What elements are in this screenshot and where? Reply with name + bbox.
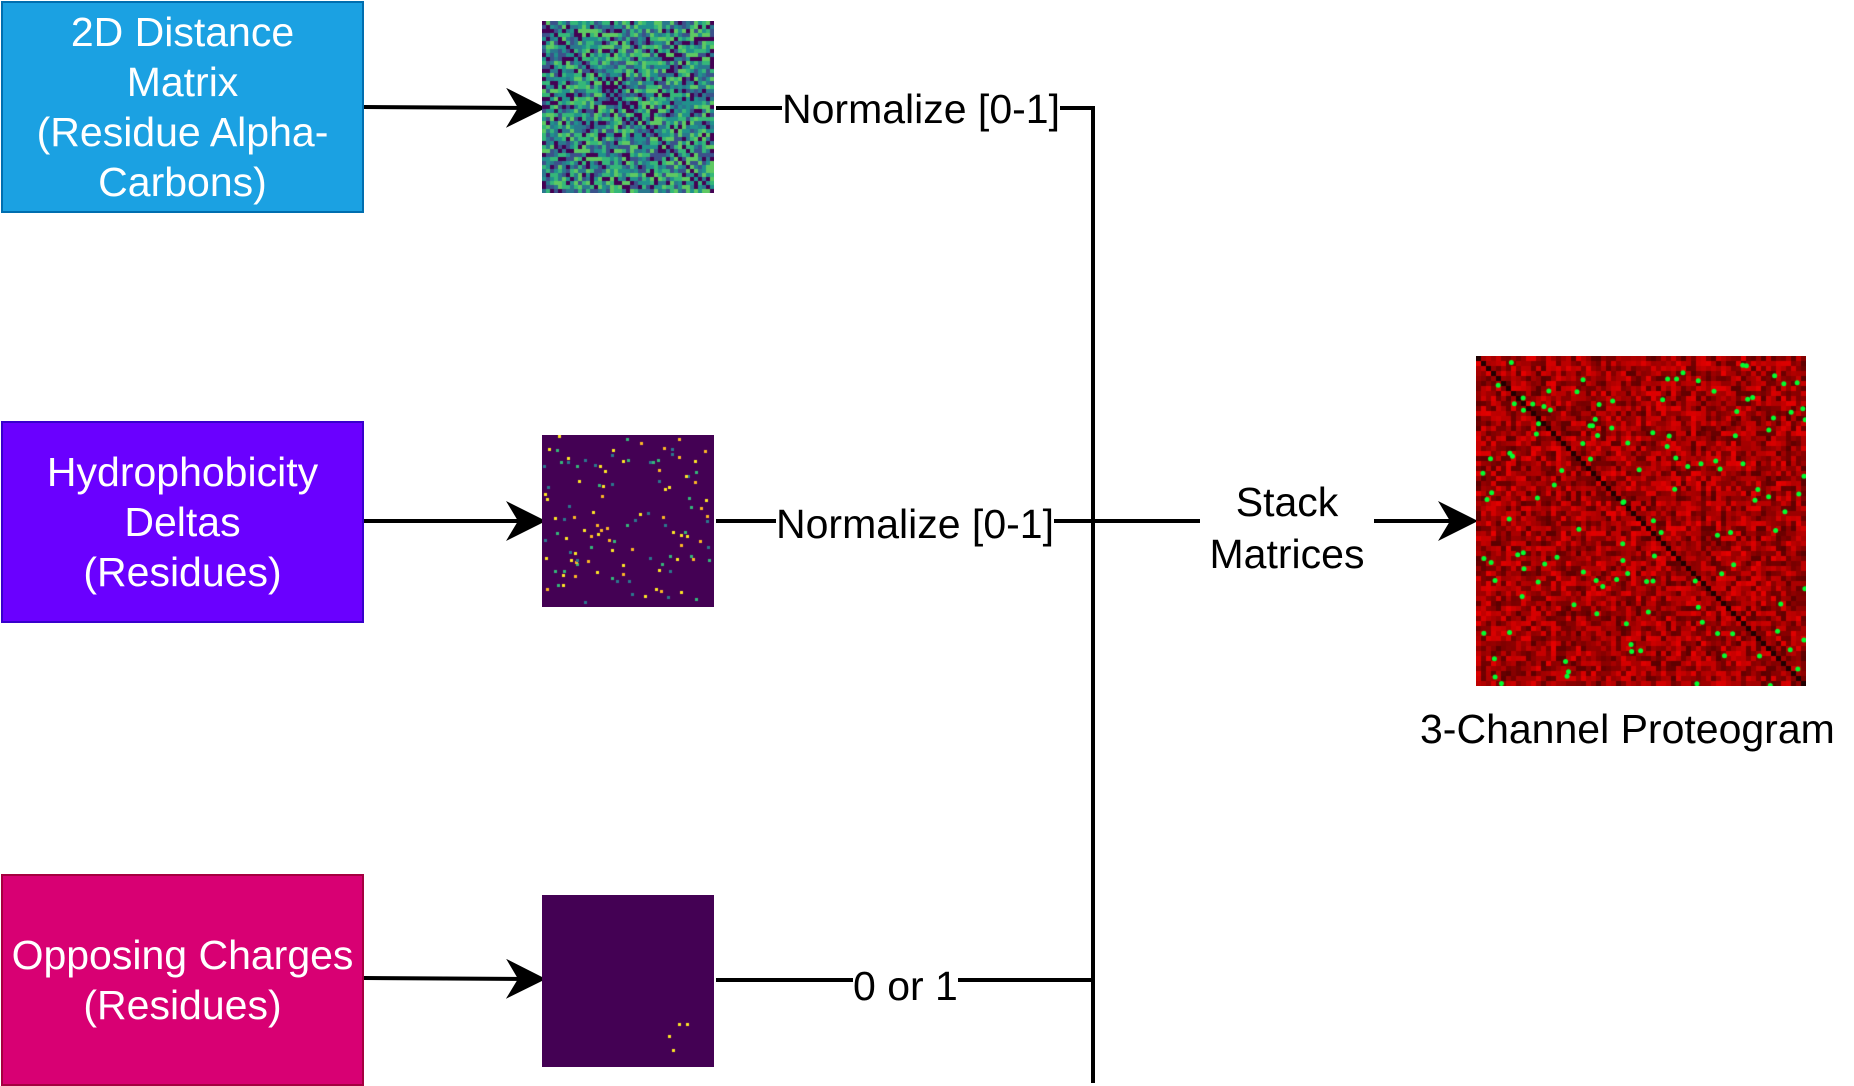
opposing-charges-label: Opposing Charges (Residues) — [11, 932, 354, 1028]
hydrophobicity-label: Hydrophobicity Deltas (Residues) — [46, 449, 319, 595]
distance-matrix-box: 2D Distance Matrix (Residue Alpha- Carbo… — [1, 1, 364, 213]
normalize-label-1: Normalize [0-1] — [782, 86, 1060, 132]
binary-label: 0 or 1 — [853, 963, 958, 1009]
charge-matrix-image — [542, 895, 714, 1067]
hydrophobicity-box: Hydrophobicity Deltas (Residues) — [1, 421, 364, 623]
normalize-label-2: Normalize [0-1] — [776, 501, 1054, 547]
distance-matrix-label: 2D Distance Matrix (Residue Alpha- Carbo… — [36, 9, 329, 205]
line-from-distance — [716, 106, 1095, 1083]
distance-matrix-image — [542, 21, 714, 193]
arrow-charge — [363, 958, 546, 999]
opposing-charges-box: Opposing Charges (Residues) — [1, 874, 364, 1086]
proteogram-image — [1476, 356, 1806, 686]
arrow-distance — [363, 87, 546, 128]
proteogram-label: 3-Channel Proteogram — [1420, 706, 1835, 752]
stack-matrices-label: Stack Matrices — [1200, 476, 1374, 580]
hydrophobicity-matrix-image — [542, 435, 714, 607]
